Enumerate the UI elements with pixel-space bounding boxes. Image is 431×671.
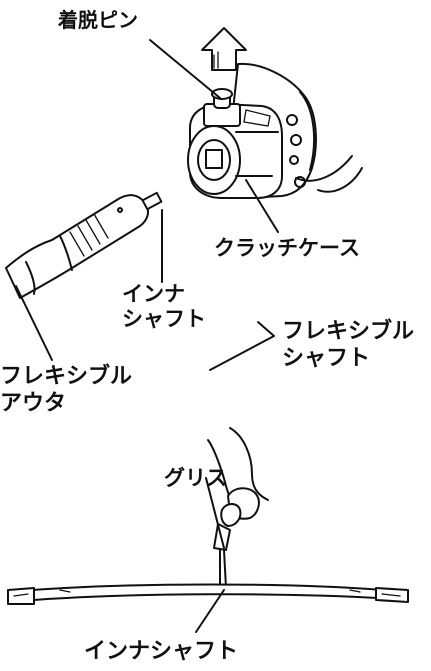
inner-shaft-label-line2: シャフト [122,307,206,331]
flexible-outer-label: フレキシブル アウタ [0,363,132,417]
detach-pin-label: 着脱ピン [58,8,138,32]
inner-shaft-bottom-label: インナシャフト [84,639,239,664]
flexible-shaft-drawing [5,191,163,299]
flexible-shaft-label-line2: シャフト [282,346,371,371]
detach-pin-leader [149,39,221,99]
inner-shaft-label-line1: インナ [122,282,185,306]
inner-shaft-drawing [7,583,409,605]
flexible-shaft-label-line1: フレキシブル [282,319,415,344]
grease-hand-drawing [207,427,269,591]
flexible-outer-label-line2: アウタ [0,391,67,416]
flex-shaft-bracket [209,321,275,371]
flex-outer-leader [15,285,53,361]
inner-shaft-label: インナ シャフト [122,282,206,332]
clutch-case-label: クラッチケース [214,236,360,260]
grease-leader [205,477,225,549]
flexible-outer-label-line1: フレキシブル [0,364,133,389]
grease-label: グリス [164,466,227,490]
flexible-shaft-label: フレキシブル シャフト [282,318,414,372]
clutch-case-drawing [187,62,363,199]
inner-shaft-bottom-leader [195,589,225,633]
clutch-case-leader [245,179,279,233]
up-arrow-icon [201,27,247,71]
